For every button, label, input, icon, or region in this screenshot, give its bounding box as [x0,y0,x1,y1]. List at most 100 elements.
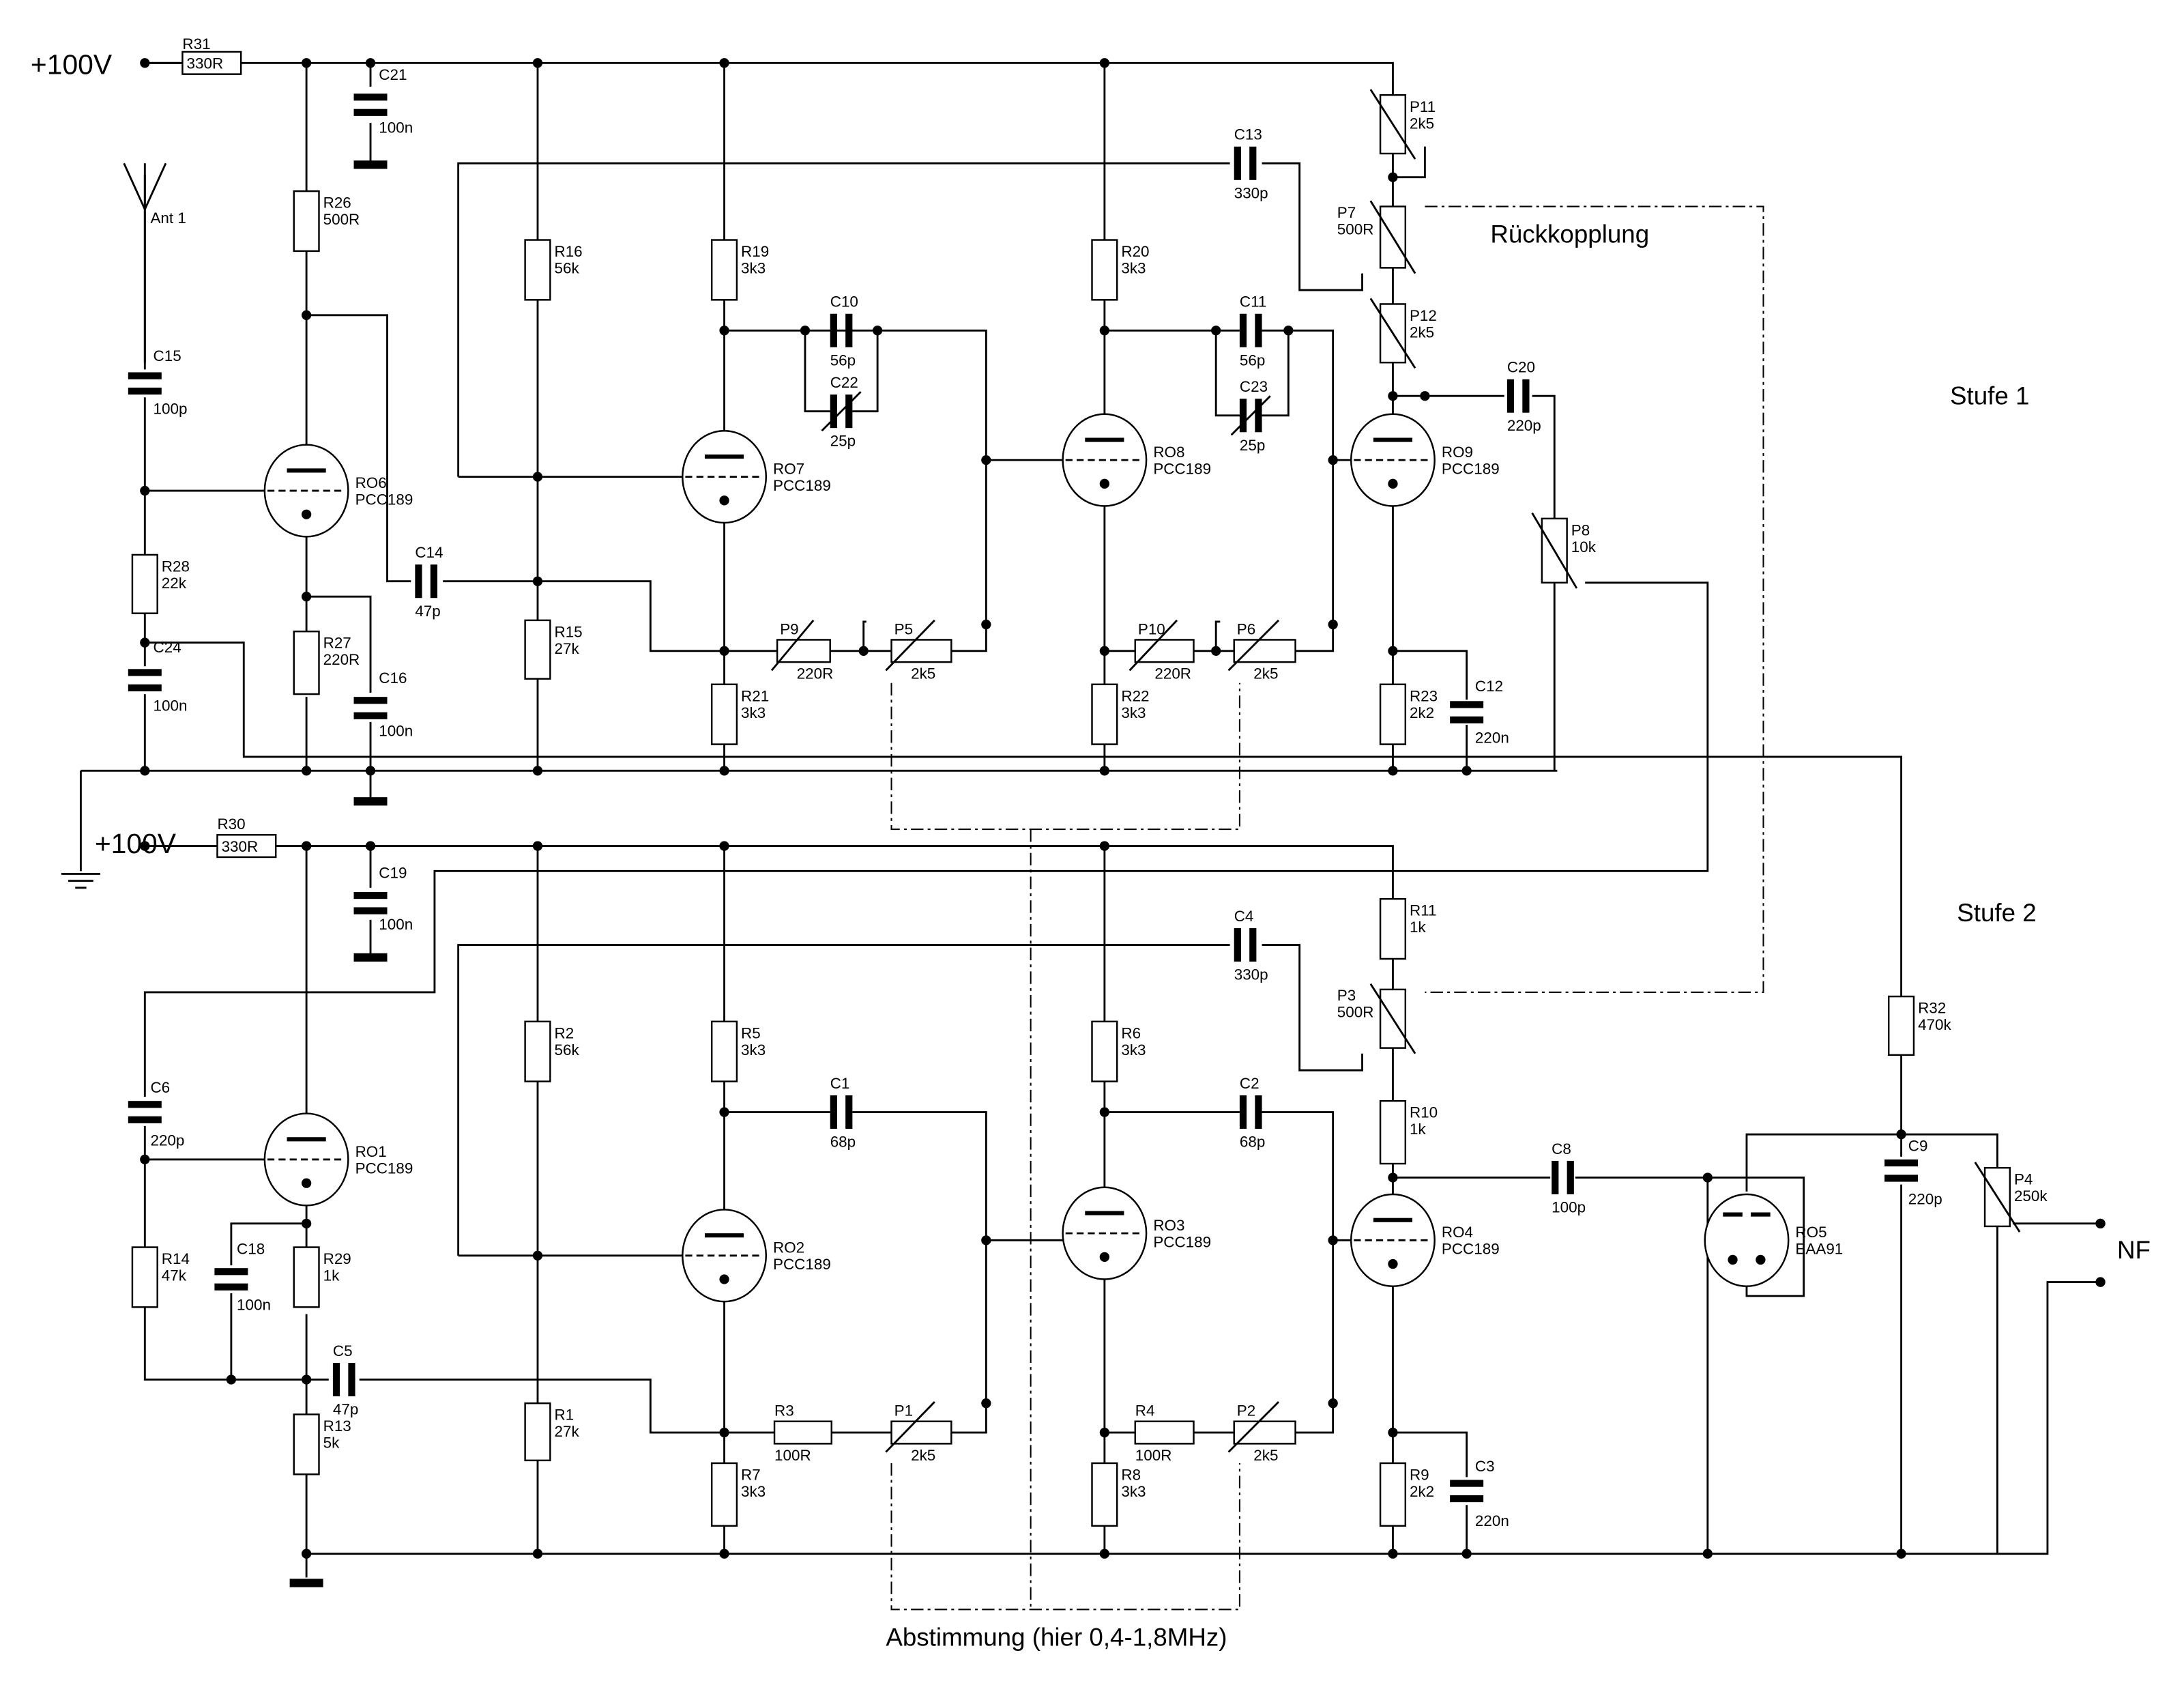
potentiometer-P6 [1233,639,1296,663]
resistor-label: R30 [217,816,245,833]
capacitor-C4 [1234,928,1241,962]
junction-dot [1896,1549,1906,1559]
junction-dot [1461,766,1472,776]
capacitor-label: C16 [379,669,407,687]
wire [1532,394,1556,519]
junction-dot [1328,1235,1338,1245]
junction-dot [719,58,729,68]
wire [890,682,1240,831]
resistor-label: R8 [1121,1466,1141,1483]
capacitor-C9 [1884,1159,1919,1167]
pot-wiper [1227,1401,1280,1453]
junction-dot [1099,646,1110,656]
tube-anode [1751,1212,1771,1217]
junction-dot [1388,172,1398,182]
wire [890,1463,1240,1611]
junction-dot [981,455,991,465]
resistor-R10 [1379,1099,1407,1165]
capacitor-plate [1255,399,1262,433]
resistor-R7 [710,1462,738,1527]
resistor-value: 1k [323,1267,340,1284]
capacitor-value: 220n [1475,730,1509,747]
resistor-label: R22 [1121,687,1149,704]
pot-wiper [885,1401,935,1453]
capacitor-plate [1450,716,1484,723]
capacitor-label: C13 [1234,126,1262,143]
resistor-R19 [710,239,738,301]
capacitor-value: 100n [379,722,413,739]
stage1-label: Stufe 1 [1950,381,2029,409]
tube-anode [704,1233,744,1238]
capacitor-plate [128,684,162,692]
wire [306,595,372,693]
wire [1262,944,1363,1071]
pot-wiper [770,619,815,672]
capacitor-value: 100n [237,1296,271,1313]
tube-label: RO3 [1153,1217,1184,1234]
capacitor-value: 330p [1234,184,1268,201]
capacitor-C24 [128,669,162,676]
stage2-label: Stufe 2 [1957,899,2036,927]
resistor-value: 330R [222,838,259,855]
resistor-value: 2k2 [1410,1483,1434,1500]
junction-dot [719,1427,729,1438]
capacitor-label: C10 [830,293,858,311]
junction-dot [1099,326,1110,336]
resistor-R5 [710,1020,738,1082]
capacitor-C14 [415,564,422,599]
capacitor-value: 100n [154,697,188,715]
resistor-label: R14 [162,1250,190,1267]
resistor-R28 [131,553,158,614]
resistor-value: 56k [554,1041,579,1058]
capacitor-C5 [332,1362,340,1396]
junction-dot [532,472,543,482]
junction-dot [532,766,543,776]
wire [724,329,987,625]
capacitor-value: 56p [830,351,856,369]
junction-dot [532,1549,543,1559]
pot-value: 220R [797,665,834,682]
resistor-R3 [773,1420,832,1445]
tube-cathode [301,1178,312,1188]
tube-cathode [1099,478,1110,489]
pot-value: 220R [1154,665,1191,682]
capacitor-label: C4 [1234,908,1254,925]
capacitor-label: C19 [379,865,407,882]
capacitor-C22 [830,394,837,429]
pot-wiper [1369,983,1416,1054]
junction-dot [872,326,883,336]
junction-dot [140,1154,150,1165]
junction-dot [365,58,376,68]
capacitor-plate [1249,928,1257,962]
junction-dot [140,637,150,648]
resistor-value: 27k [554,1423,579,1440]
potentiometer-P11 [1379,94,1407,155]
tube-label: RO1 [355,1143,387,1160]
tube-anode [1373,437,1413,442]
supply-terminal [141,841,149,850]
capacitor-plate [214,1283,248,1291]
junction-dot [1388,1427,1398,1438]
annotations: +100V +100V Ant 1 Rückkopplung Stufe 1 S… [31,49,2151,1652]
resistor-value: 3k3 [741,260,766,277]
ground-bar [353,797,388,806]
junction-dot [1328,455,1338,465]
resistor-R2 [524,1020,551,1082]
wire [457,944,1230,1256]
pot-wiper [885,619,935,672]
wire [1262,329,1335,625]
capacitor-plate [353,712,388,719]
pot-label: P2 [1237,1402,1255,1420]
junction-dot [800,326,811,336]
junction-dot [301,841,312,851]
junction-dot [1702,1172,1713,1183]
resistor-label: R27 [323,635,351,652]
tube-cathode [1756,1254,1766,1265]
capacitor-label: C9 [1908,1138,1928,1155]
capacitor-label: C24 [154,639,181,656]
junction-dot [1702,1549,1713,1559]
resistor-label: R1 [554,1407,574,1424]
junction-dot [1283,326,1294,336]
tube-anode [1373,1218,1413,1222]
